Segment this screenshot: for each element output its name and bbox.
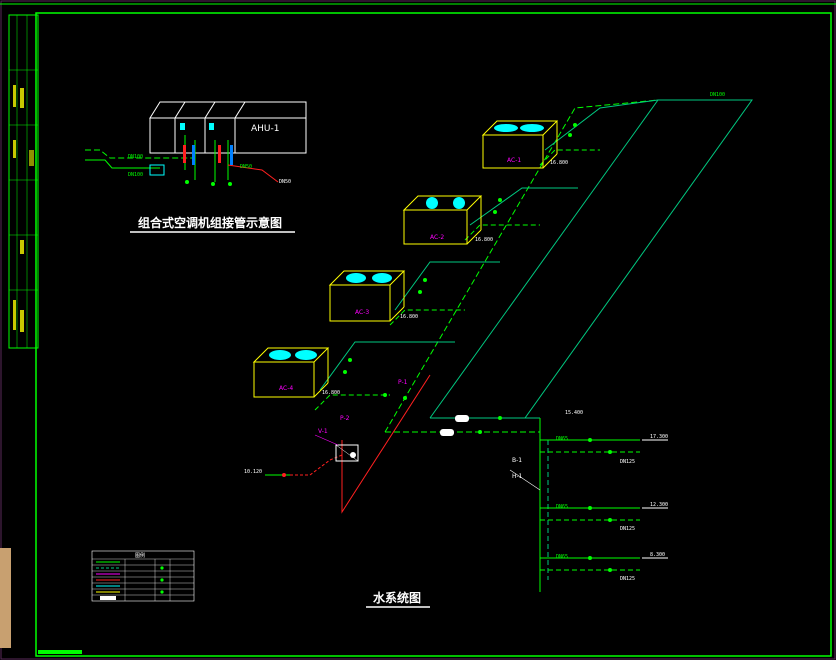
top-main-size: DN100 — [710, 92, 725, 98]
legend-header: 图例 — [135, 552, 145, 559]
unit-ac-1-tag: AC-1 — [507, 157, 521, 164]
ahu-detail-title: 组合式空调机组接管示意图 — [138, 215, 282, 230]
riser-size-c: DN65 — [556, 554, 568, 560]
unit-ac-4-elev: 16.800 — [322, 390, 340, 396]
ahu-branch-size: DN50 — [240, 164, 252, 170]
drawing-frame — [35, 12, 832, 657]
branch-valves — [343, 123, 577, 434]
unit-ac-1-elev: 16.800 — [550, 160, 568, 166]
branch-elev-1: 17.300 — [650, 434, 668, 440]
water-system-title: 水系统图 — [373, 590, 421, 605]
unit-ac-3: AC-3 16.800 — [328, 270, 418, 322]
left-title-block — [8, 14, 39, 349]
unit-ac-3-tag: AC-3 — [355, 309, 369, 316]
ahu-main-size: DN100 — [128, 154, 143, 160]
marker-p2: P-2 — [340, 415, 350, 422]
marker-p1: P-1 — [398, 379, 408, 386]
unit-ac-2-tag: AC-2 — [430, 234, 444, 241]
unit-ac-2: AC-2 16.800 — [402, 195, 493, 245]
marker-v1: V-1 — [318, 428, 328, 435]
unit-ac-1: AC-1 16.800 — [481, 120, 568, 169]
ahu-detail: AHU-1 DN100 DN100 DN50 DN50 组合式空调机组接管示意图 — [85, 101, 307, 233]
branch-size-1: DN125 — [620, 459, 635, 465]
branch-elev-2: 12.300 — [650, 502, 668, 508]
ahu-label: AHU-1 — [251, 124, 280, 134]
bottom-left-strip — [0, 548, 11, 648]
riser-size-b: DN65 — [556, 504, 568, 510]
unit-ac-4: AC-4 16.800 — [252, 347, 340, 398]
left-inlet-elev: 10.120 — [244, 469, 262, 475]
water-system-diagram: 17.300 12.300 8.300 DN125 DN125 DN125 DN… — [244, 92, 753, 592]
unit-ac-3-elev: 16.800 — [400, 314, 418, 320]
branch-size-2: DN125 — [620, 526, 635, 532]
bottom-frame-mark — [38, 650, 82, 654]
marker-h1: H-1 — [512, 473, 523, 480]
legend-table: 图例 — [91, 550, 195, 602]
branch-elev-3: 8.300 — [650, 552, 665, 558]
unit-ac-4-tag: AC-4 — [279, 385, 293, 392]
unit-ac-2-elev: 16.800 — [475, 237, 493, 243]
riser-size-a: DN65 — [556, 436, 568, 442]
marker-b1: B-1 — [512, 457, 522, 464]
top-main-elev: 15.400 — [565, 410, 583, 416]
ahu-branch-size-2: DN50 — [279, 179, 291, 185]
ahu-main-size-2: DN100 — [128, 172, 143, 178]
branch-size-3: DN125 — [620, 576, 635, 582]
